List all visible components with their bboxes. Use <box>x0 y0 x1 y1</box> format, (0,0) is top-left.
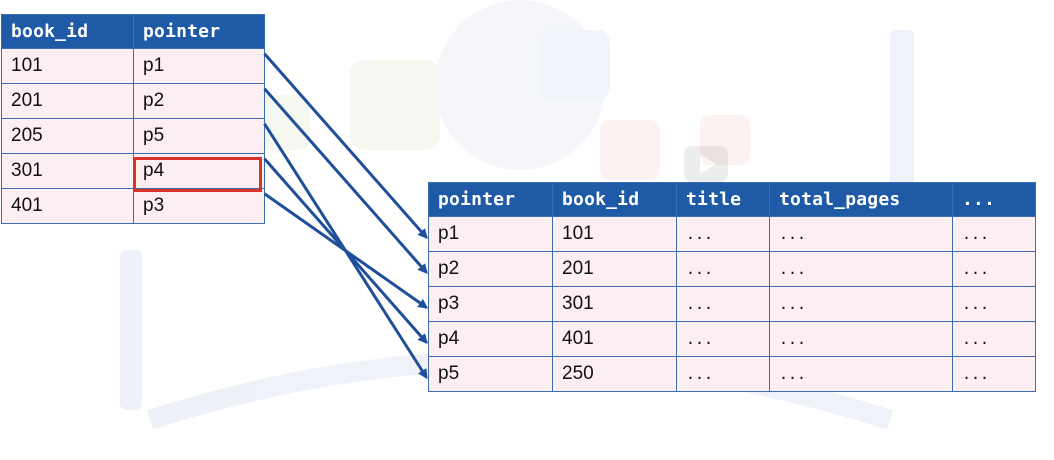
data-cell-pointer: p1 <box>428 216 553 252</box>
data-cell-title: ... <box>676 356 770 392</box>
index-cell-pointer: p5 <box>133 118 265 154</box>
data-cell-book-id: 250 <box>552 356 677 392</box>
data-cell-book-id: 301 <box>552 286 677 322</box>
index-row: 205 p5 <box>1 118 265 154</box>
index-cell-pointer: p1 <box>133 48 265 84</box>
data-cell-title: ... <box>676 216 770 252</box>
data-cell-book-id: 101 <box>552 216 677 252</box>
index-cell-book-id: 205 <box>1 118 134 154</box>
data-header-total-pages: total_pages <box>769 182 953 217</box>
data-row: p4 401 ... ... ... <box>428 321 1036 357</box>
data-header-more: ... <box>952 182 1036 217</box>
data-cell-more: ... <box>952 356 1036 392</box>
data-header-pointer: pointer <box>428 182 553 217</box>
index-table: book_id pointer 101 p1 201 p2 205 p5 301… <box>1 14 265 224</box>
index-cell-book-id: 101 <box>1 48 134 84</box>
data-cell-pointer: p4 <box>428 321 553 357</box>
index-row: 401 p3 <box>1 188 265 224</box>
index-cell-pointer: p2 <box>133 83 265 119</box>
data-cell-pointer: p3 <box>428 286 553 322</box>
index-cell-book-id: 401 <box>1 188 134 224</box>
data-cell-total-pages: ... <box>769 216 953 252</box>
data-row: p1 101 ... ... ... <box>428 216 1036 252</box>
data-cell-title: ... <box>676 251 770 287</box>
data-row: p5 250 ... ... ... <box>428 356 1036 392</box>
data-header-title: title <box>676 182 770 217</box>
data-cell-more: ... <box>952 216 1036 252</box>
data-cell-total-pages: ... <box>769 321 953 357</box>
index-cell-book-id: 201 <box>1 83 134 119</box>
data-header-row: pointer book_id title total_pages ... <box>428 182 1036 217</box>
highlight-box <box>133 157 262 192</box>
data-cell-pointer: p5 <box>428 356 553 392</box>
data-table: pointer book_id title total_pages ... p1… <box>428 182 1036 392</box>
data-cell-title: ... <box>676 286 770 322</box>
index-row: 201 p2 <box>1 83 265 119</box>
data-cell-more: ... <box>952 286 1036 322</box>
data-cell-title: ... <box>676 321 770 357</box>
index-row: 101 p1 <box>1 48 265 84</box>
data-cell-book-id: 201 <box>552 251 677 287</box>
data-cell-total-pages: ... <box>769 251 953 287</box>
index-header-row: book_id pointer <box>1 14 265 49</box>
data-header-book-id: book_id <box>552 182 677 217</box>
data-cell-pointer: p2 <box>428 251 553 287</box>
index-header-pointer: pointer <box>133 14 265 49</box>
data-row: p2 201 ... ... ... <box>428 251 1036 287</box>
data-row: p3 301 ... ... ... <box>428 286 1036 322</box>
index-cell-pointer: p3 <box>133 188 265 224</box>
data-cell-more: ... <box>952 251 1036 287</box>
data-cell-more: ... <box>952 321 1036 357</box>
index-header-book-id: book_id <box>1 14 134 49</box>
play-icon <box>684 146 728 182</box>
data-cell-total-pages: ... <box>769 356 953 392</box>
data-cell-total-pages: ... <box>769 286 953 322</box>
index-cell-book-id: 301 <box>1 153 134 189</box>
data-cell-book-id: 401 <box>552 321 677 357</box>
